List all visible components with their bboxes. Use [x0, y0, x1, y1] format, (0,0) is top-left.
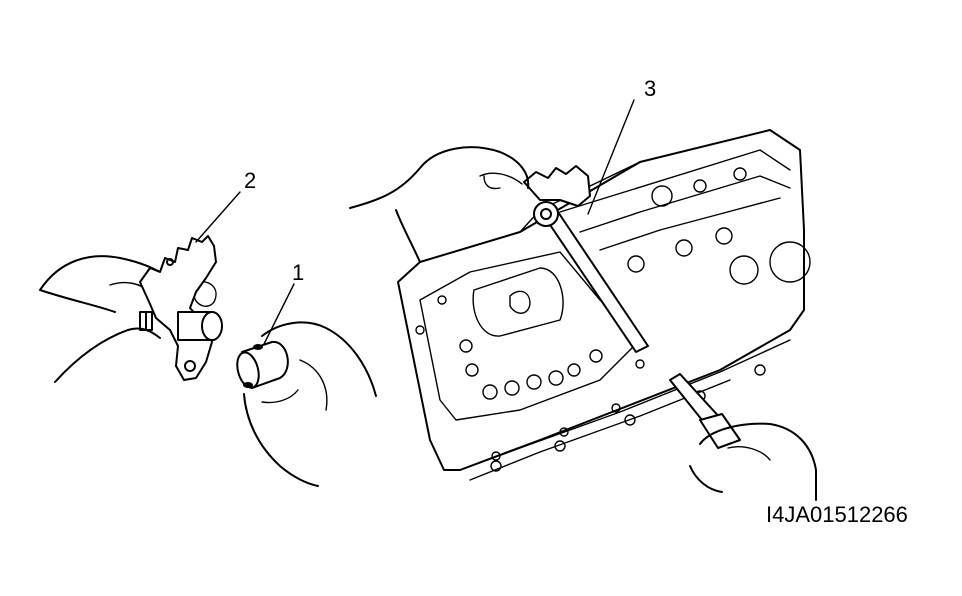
- center-hand-with-bushing: [236, 321, 377, 487]
- callout-3: 3: [644, 76, 656, 101]
- valve-body: [419, 251, 641, 421]
- upper-right-hand: [349, 146, 530, 263]
- detent-lever: [139, 235, 217, 381]
- bolt-row: [415, 295, 645, 461]
- figure-code: I4JA01512266: [766, 502, 908, 527]
- lower-right-hand: [689, 422, 817, 501]
- leader-1: [263, 283, 295, 345]
- callout-1: 1: [292, 260, 304, 285]
- screwdriver-hand: [669, 373, 817, 501]
- center-hand: [243, 321, 377, 487]
- left-hand-with-lever: [39, 235, 223, 383]
- leader-3: [587, 99, 635, 215]
- upper-bolts: [627, 167, 811, 285]
- case-outline: [397, 129, 805, 471]
- leader-2: [195, 191, 241, 243]
- shaft-tool: [523, 165, 649, 353]
- callout-2: 2: [244, 168, 256, 193]
